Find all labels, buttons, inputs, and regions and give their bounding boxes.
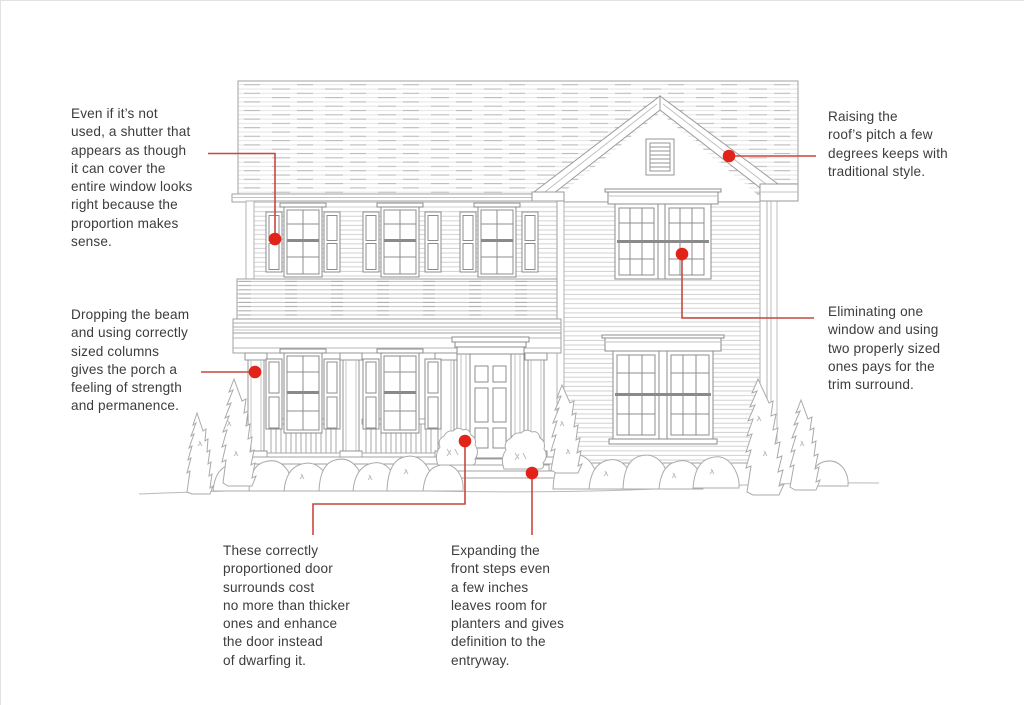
- attic-vent-icon: [645, 138, 675, 176]
- callout-leaders: [201, 152, 816, 535]
- main-roof: [231, 80, 799, 203]
- callout-dot-door-surround: [458, 434, 472, 448]
- callout-dot-steps: [525, 466, 539, 480]
- annotation-door-surround: These correctly proportioned door surrou…: [223, 543, 350, 668]
- landscaping: [186, 377, 849, 496]
- annotation-shutter-proportion: Even if it’s not used, a shutter that ap…: [71, 106, 193, 250]
- leader-line-window: [681, 254, 814, 319]
- callout-dot-roof: [722, 149, 736, 163]
- gable-lower-window: [601, 334, 725, 445]
- tree: [550, 383, 584, 474]
- trees: [186, 377, 821, 496]
- porch-windows: [265, 348, 442, 434]
- bush: [422, 464, 464, 492]
- annotation-window-sizing: Eliminating one window and using two pro…: [828, 304, 941, 393]
- annotation-front-steps: Expanding the front steps even a few inc…: [451, 543, 565, 668]
- callout-dot-shutter: [268, 232, 282, 246]
- bush: [692, 456, 740, 489]
- callout-dot-window: [675, 247, 689, 261]
- porch-roof-band: [232, 278, 562, 354]
- annotation-porch-columns: Dropping the beam and using correctly si…: [71, 307, 190, 414]
- leader-line-door-surround: [312, 441, 466, 535]
- tree: [221, 377, 257, 487]
- gable-upper-window: [604, 188, 722, 280]
- tree: [789, 398, 821, 491]
- tree: [745, 377, 785, 496]
- front-door: [451, 336, 530, 459]
- annotation-roof-pitch: Raising the roof’s pitch a few degrees k…: [828, 109, 948, 179]
- callout-dots: [248, 149, 736, 480]
- callout-dot-porch: [248, 365, 262, 379]
- house: [231, 80, 799, 479]
- leader-line-shutter: [208, 152, 276, 239]
- tree: [186, 411, 215, 495]
- second-floor-windows: [265, 202, 539, 278]
- gable: [531, 94, 799, 202]
